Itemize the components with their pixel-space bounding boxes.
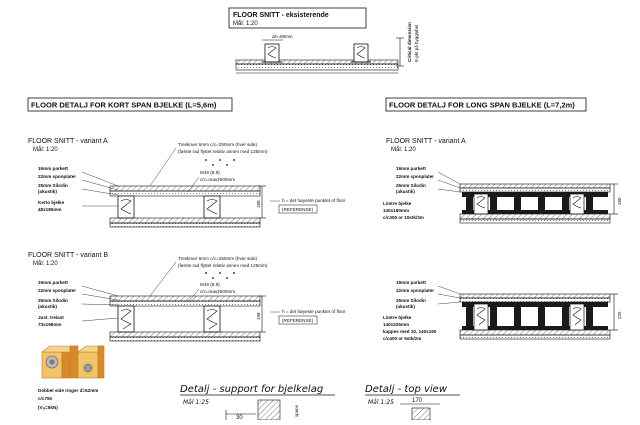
existing-floor-layer <box>235 59 399 65</box>
left-a-bolt-cc: c/c=max2500mm <box>200 177 235 182</box>
existing-dim-label: Δh=80mm <box>272 34 293 39</box>
left-a-note-sub: (første rad flyttet relativ annen med 12… <box>178 149 268 154</box>
existing-title: FLOOR SNITT - eksisterende <box>233 12 329 19</box>
left-a-title: FLOOR SNITT - variant A <box>28 138 108 145</box>
left-b-bolt: M16 (8.8) <box>200 282 220 287</box>
left-a-ref-tag: (REFERENSE) <box>282 207 314 212</box>
right-a-scale: Mål: 1:20 <box>391 146 416 153</box>
existing-joist-right <box>350 43 372 63</box>
left-b-floor-top <box>109 295 261 302</box>
left-a-note-title: Treskruer 6mm c/c=250mm (hver side) <box>178 142 258 147</box>
connector-title: Dobbel side ringer d=62mm <box>38 388 98 393</box>
right-a-floor-board <box>459 187 611 193</box>
right-b-floor-board <box>459 297 611 303</box>
top-view-detail: Detalj - top view Mål 1:25 170 <box>365 384 460 421</box>
left-b-ref-note: h = det høyeste punktet of floor <box>282 309 346 314</box>
left-a-label-2: 22mm sponplater <box>38 174 76 179</box>
left-a-label-6: 48x180mm <box>38 207 62 212</box>
left-b-label-2: 22mm sponplater <box>38 288 76 293</box>
right-a-label-7: c/c300 or 10stk/3m <box>383 215 424 220</box>
right-b-dim: 225 <box>617 311 622 319</box>
left-a-dim: 180 <box>256 200 261 208</box>
existing-side-note-sub: E-pkt på bygglabet <box>413 24 419 62</box>
left-a-ref-note: h = det høyeste punktet of floor <box>282 198 346 203</box>
right-a-ribs <box>462 192 608 214</box>
right-b-label-3: 25mm Silodin <box>396 298 426 303</box>
right-a-label-1: 19mm parkett <box>396 166 426 171</box>
left-a-floor-board <box>109 190 261 197</box>
existing-side-note: Critical dimension <box>407 22 412 62</box>
right-b-floor-top <box>459 293 611 299</box>
connector-load: (Vₐₗ=5kN) <box>38 405 58 410</box>
top-view-dim: 170 <box>412 398 423 404</box>
existing-title-box <box>228 7 367 29</box>
left-variant-b: FLOOR SNITT - variant B Mål: 1:20 19mm p… <box>28 252 346 342</box>
right-a-label-2: 22mm sponplater <box>396 174 434 179</box>
left-variant-a: FLOOR SNITT - variant A Mål: 1:20 19mm p… <box>28 138 346 228</box>
left-a-floor-top <box>109 185 261 192</box>
left-b-ref-tag: (REFERENSE) <box>282 318 314 323</box>
left-section-heading: FLOOR DETALJ FOR KORT SPAN BJELKE (L=5,6… <box>31 101 217 110</box>
left-b-label-6: 73x198mm <box>38 322 62 327</box>
left-b-label-3: 25mm Silodin <box>38 298 68 303</box>
support-tag: space <box>294 404 299 417</box>
right-b-label-8: c/c400 or 5stk/2m <box>383 336 421 341</box>
left-a-label-3: 25mm Silodin <box>38 183 68 188</box>
right-a-floor-top <box>459 183 611 189</box>
support-dim: 30 <box>236 415 243 420</box>
left-b-label-5: Just. trelast <box>38 315 64 320</box>
left-b-floor-board <box>109 300 261 307</box>
right-b-label-6: 140x225mm <box>383 322 409 327</box>
right-b-label-5: Limtre bjelke <box>383 315 412 320</box>
left-b-scale: Mål: 1:20 <box>33 260 58 267</box>
left-a-label-1: 19mm parkett <box>38 166 68 171</box>
right-variant-b: 19mm parkett 22mm sponplater 25mm Silodi… <box>383 280 622 341</box>
support-title: Detalj - support for bjelkelag <box>180 384 323 395</box>
ring-connector-illustration <box>41 345 105 379</box>
right-a-label-3: 25mm Silodin <box>396 183 426 188</box>
left-b-label-1: 19mm parkett <box>38 280 68 285</box>
existing-scale: Mål: 1:20 <box>233 20 258 27</box>
right-a-label-6: 140x180mm <box>383 208 409 213</box>
left-b-dim: 198 <box>256 312 261 320</box>
right-variant-a: FLOOR SNITT - variant A Mål: 1:20 19mm p… <box>383 138 622 224</box>
left-a-label-4: (akustik) <box>38 189 57 194</box>
left-b-title: FLOOR SNITT - variant B <box>28 252 108 259</box>
connector-cc: c/c750 <box>38 396 52 401</box>
existing-floor-board <box>235 63 399 71</box>
top-view-scale: Mål 1:25 <box>368 399 394 406</box>
right-a-label-5: Limtre bjelke <box>383 201 412 206</box>
left-a-label-5: Kerto bjelke <box>38 200 65 205</box>
right-b-label-7: kappes med 10, 140x190 <box>383 329 437 334</box>
left-b-bolt-cc: c/c=max2500mm <box>200 289 235 294</box>
right-a-dim: 180 <box>617 197 622 205</box>
right-b-label-4: (akustik) <box>396 304 415 309</box>
left-b-note-title: Treskruer 6mm c/c=250mm (hver side) <box>178 256 258 261</box>
right-section-heading: FLOOR DETALJ FOR LONG SPAN BJELKE (L=7,2… <box>389 101 575 110</box>
right-a-label-4: (akustik) <box>396 189 415 194</box>
left-b-label-4: (akustik) <box>38 304 57 309</box>
right-b-label-1: 19mm parkett <box>396 280 426 285</box>
top-view-title: Detalj - top view <box>365 384 448 395</box>
right-b-ribs <box>462 302 608 330</box>
right-b-label-2: 22mm sponplater <box>396 288 434 293</box>
existing-joist-left <box>261 43 283 63</box>
left-b-note-sub: (første rad flyttet relativ annen med 12… <box>178 263 268 268</box>
support-detail: Detalj - support for bjelkelag Mål 1:25 … <box>180 384 335 421</box>
existing-section: FLOOR SNITT - eksisterende Mål: 1:20 Δh=… <box>228 7 419 74</box>
left-b-existing-floor <box>109 331 261 338</box>
left-a-scale: Mål: 1:20 <box>33 146 58 153</box>
left-a-bolt: M16 (8.8) <box>200 170 220 175</box>
right-a-title: FLOOR SNITT - variant A <box>386 138 466 145</box>
left-a-existing-floor <box>109 217 261 224</box>
support-scale: Mål 1:25 <box>183 399 209 406</box>
